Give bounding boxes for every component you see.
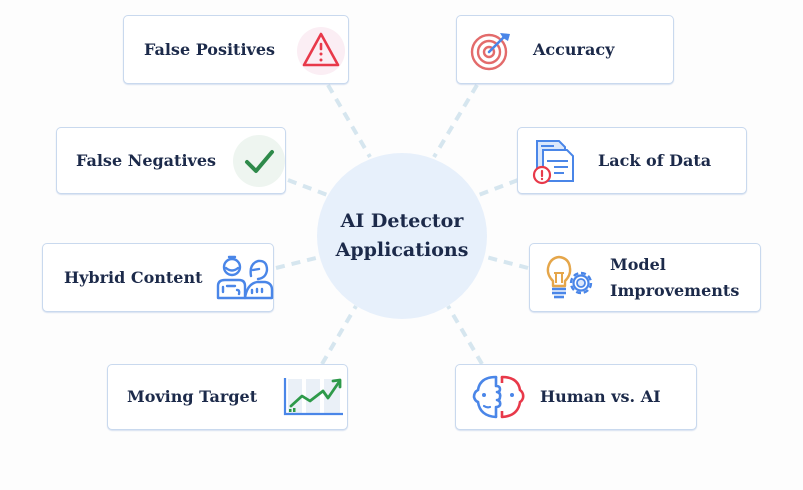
- node-label: Human vs. AI: [540, 387, 661, 406]
- node-accuracy: Accuracy: [456, 15, 674, 84]
- node-lack-of-data: Lack of Data: [517, 127, 747, 194]
- node-label: False Positives: [144, 39, 275, 59]
- node-label-line1: Model: [610, 254, 666, 274]
- node-label: Model Improvements: [610, 252, 739, 304]
- node-label: False Negatives: [76, 150, 216, 170]
- node-hybrid-content: Hybrid Content: [42, 243, 274, 312]
- hub-title-line2: Applications: [335, 239, 469, 261]
- documents-alert-icon: [532, 139, 574, 184]
- node-label: Moving Target: [127, 387, 258, 406]
- node-false-negatives: False Negatives: [56, 127, 286, 194]
- split-face-icon: [472, 375, 525, 419]
- human-robot-pair-icon: [216, 255, 273, 299]
- node-human-vs-ai: Human vs. AI: [455, 364, 697, 430]
- node-label: Accuracy: [533, 39, 615, 59]
- node-label: Lack of Data: [598, 150, 712, 170]
- hub-circle: AI Detector Applications: [317, 153, 487, 319]
- node-label-line2: Improvements: [610, 280, 740, 300]
- node-model-improvements: Model Improvements: [529, 243, 761, 312]
- checkmark-icon: [233, 134, 285, 187]
- hub-title-line1: AI Detector: [340, 210, 464, 232]
- target-arrow-icon: [470, 32, 510, 70]
- warning-triangle-icon: [297, 26, 345, 75]
- trend-chart-icon: [283, 378, 344, 416]
- node-label: Hybrid Content: [64, 267, 203, 287]
- node-false-positives: False Positives: [123, 15, 349, 84]
- node-moving-target: Moving Target: [107, 364, 348, 430]
- lightbulb-gear-icon: [546, 255, 593, 298]
